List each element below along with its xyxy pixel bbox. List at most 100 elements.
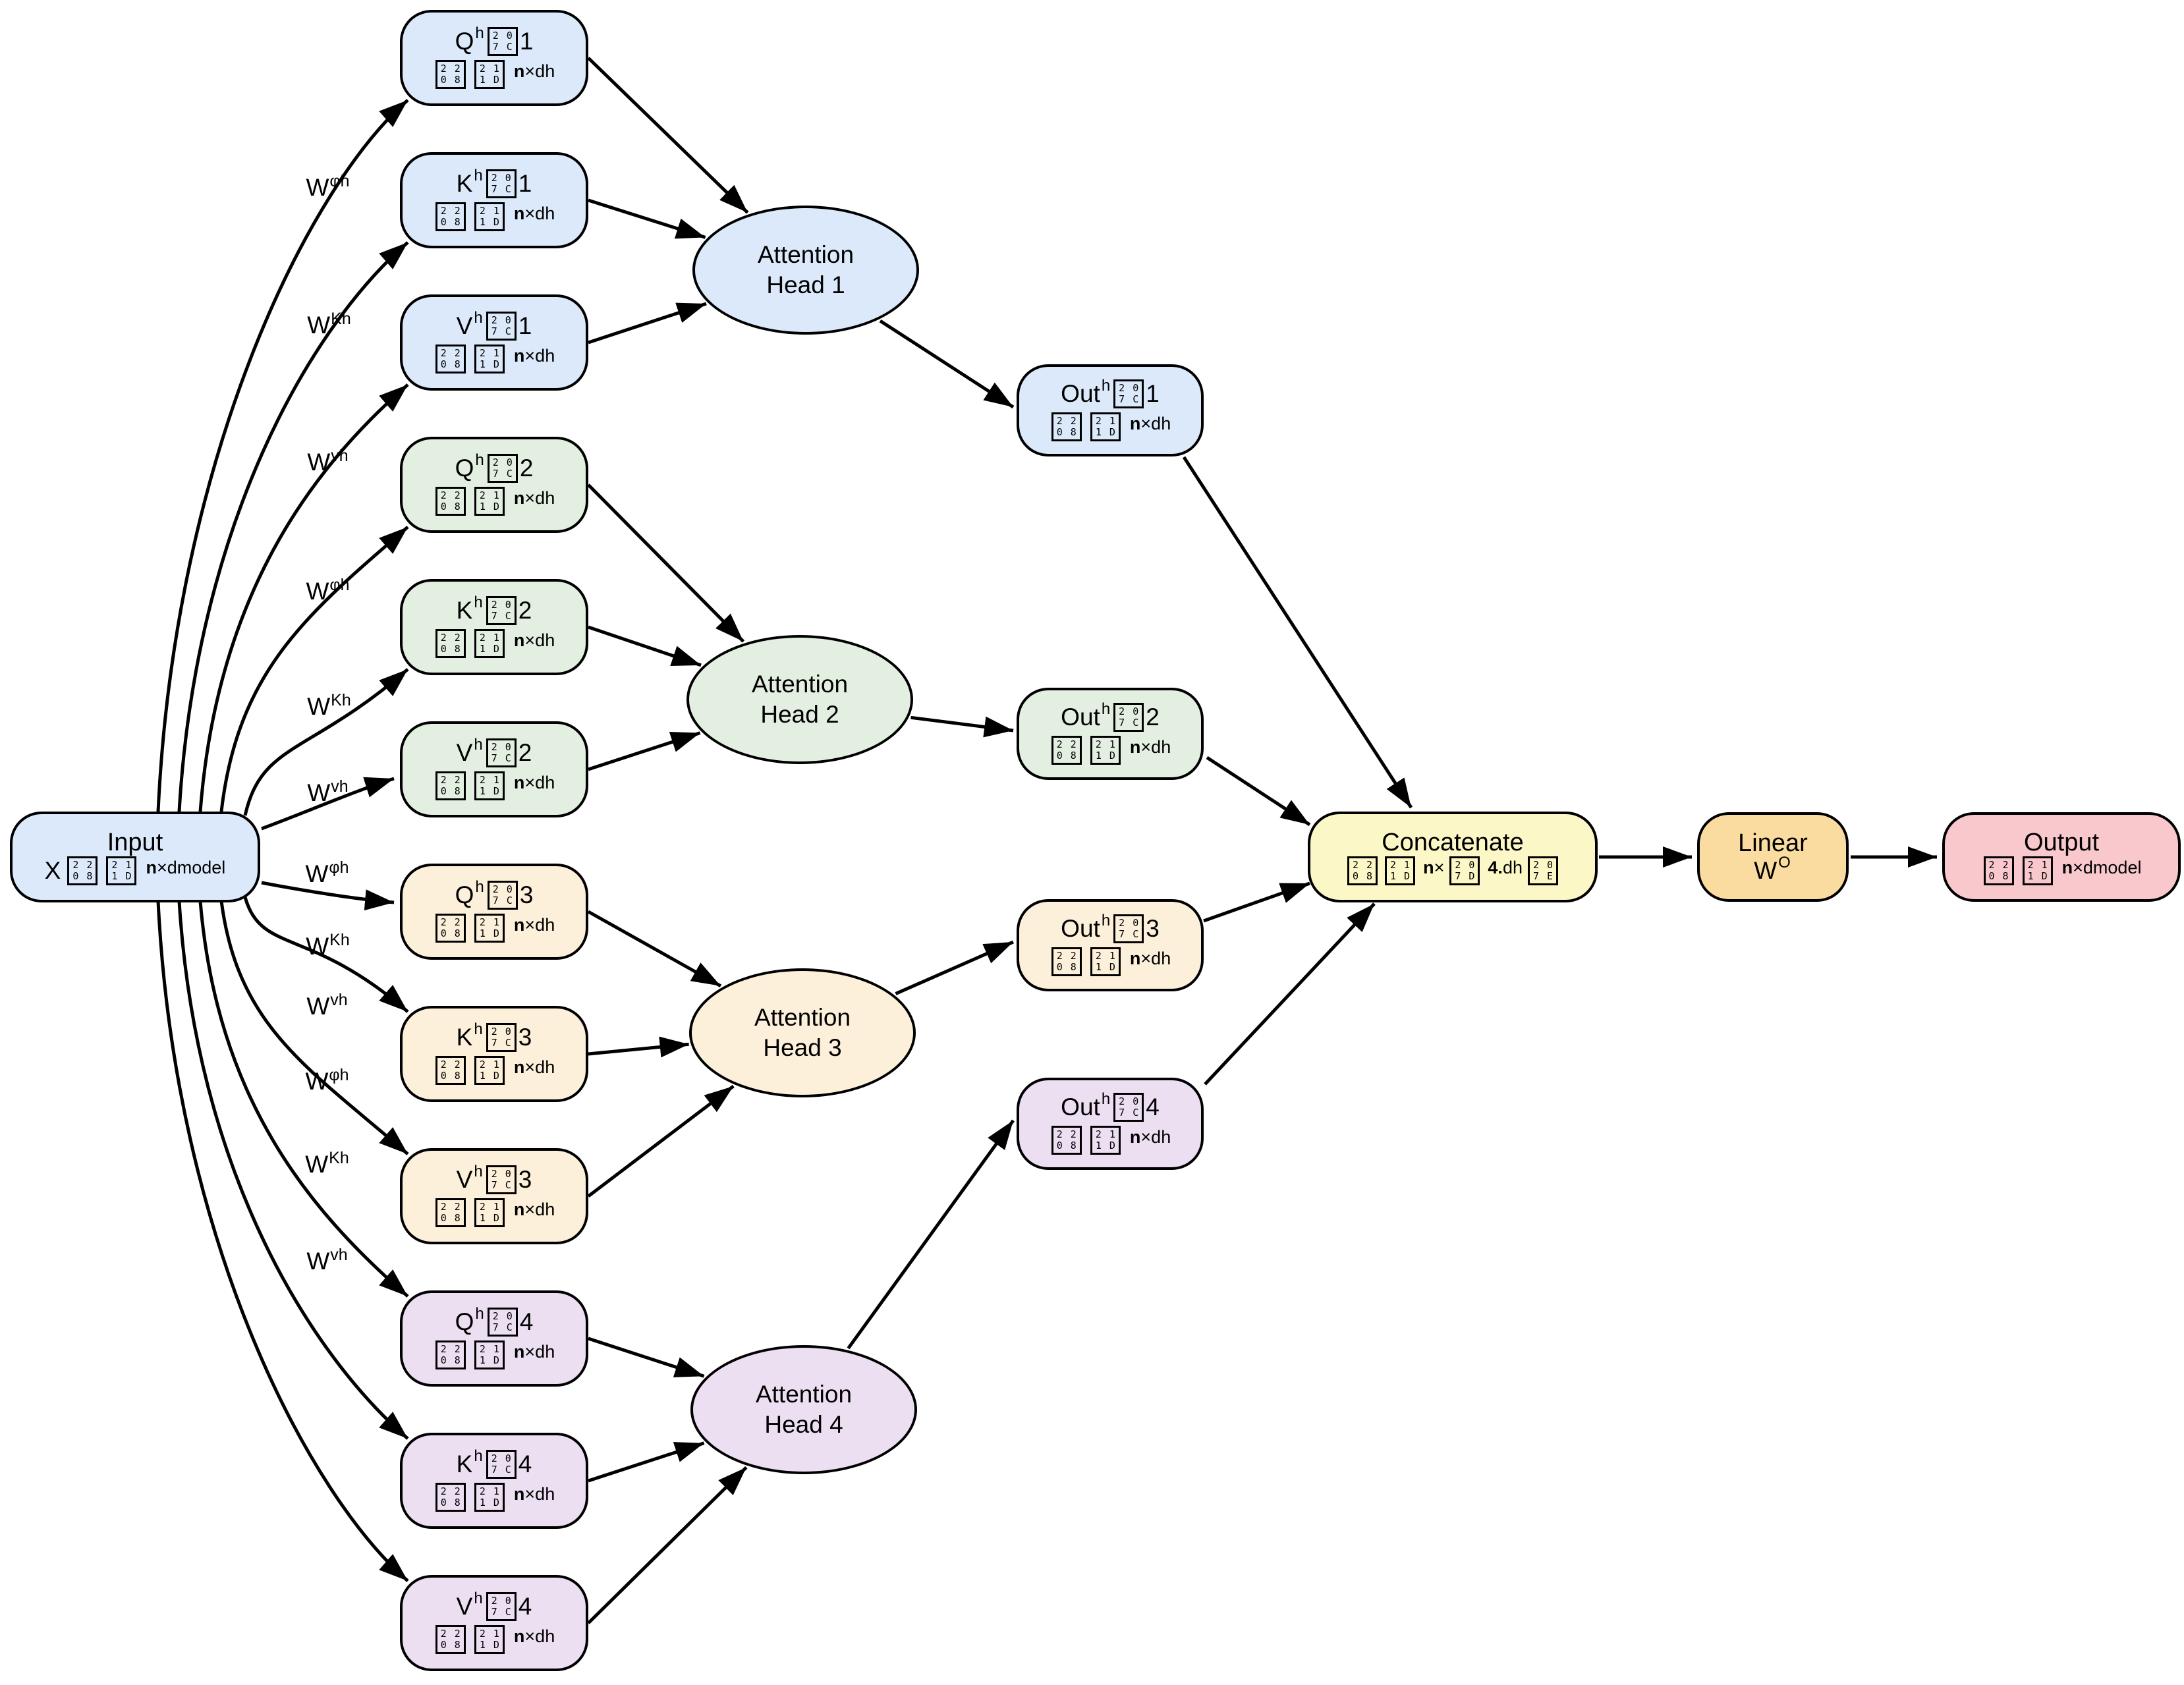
node-letter: V <box>456 1593 473 1620</box>
node-number: 1 <box>518 170 532 197</box>
head-label-line2: Head 4 <box>764 1411 843 1438</box>
edge-arrow <box>243 668 409 816</box>
edge-arrow <box>1182 456 1413 809</box>
matrix-dimensions: n×dh <box>513 630 555 650</box>
node-number: 2 <box>518 597 532 624</box>
edge-arrow <box>261 777 395 831</box>
edge-arrow <box>156 99 409 812</box>
node-letter: Q <box>455 455 474 482</box>
edge-label-wq1: Wφh <box>306 172 350 201</box>
node-superscript: h <box>474 167 483 184</box>
matrix-dimensions: n×dh <box>513 345 555 366</box>
node-superscript: h <box>475 451 484 469</box>
node-number: 1 <box>1146 380 1160 407</box>
edge-arrow <box>1204 902 1376 1086</box>
weight-superscript: O <box>1778 854 1791 871</box>
matrix-dimensions: n×dh <box>513 203 555 223</box>
edge-arrow <box>587 1466 748 1624</box>
edge-arrow <box>1206 756 1311 827</box>
node-letter: K <box>456 1024 473 1051</box>
node-letter: Out <box>1061 704 1100 731</box>
node-number: 1 <box>519 28 534 55</box>
node-number: 3 <box>518 1166 532 1193</box>
matrix-dimensions: n×dh <box>513 1483 555 1504</box>
edge-arrow <box>588 1036 689 1058</box>
node-superscript: h <box>474 1447 483 1465</box>
edge-label-wq3: Wφh <box>305 858 349 887</box>
node-number: 4 <box>518 1450 532 1478</box>
edge-label-wq4: Wφh <box>305 1066 349 1095</box>
node-letter: Q <box>455 28 474 55</box>
node-superscript: h <box>474 1589 483 1607</box>
edge-arrow <box>847 1119 1015 1350</box>
edge-arrow <box>587 483 745 643</box>
node-title: Output <box>2023 829 2100 856</box>
node-number: 3 <box>1146 915 1160 942</box>
edge-arrow <box>1203 881 1310 923</box>
node-letter: K <box>456 1450 473 1478</box>
edge-arrow <box>587 57 749 214</box>
matrix-dimensions: n×dh <box>1129 1126 1171 1147</box>
matrix-dimensions: n×dh <box>513 1057 555 1077</box>
node-number: 4 <box>518 1593 532 1620</box>
edge-label-wv2: Wvh <box>307 777 349 806</box>
head-label-line2: Head 3 <box>763 1034 842 1061</box>
edge-arrow <box>588 1441 705 1483</box>
matrix-dimensions: n×dh <box>1129 413 1171 433</box>
matrix-dimensions: n×dh <box>513 914 555 935</box>
edge-label-wq2: Wφh <box>306 576 350 605</box>
node-superscript: h <box>474 736 483 754</box>
edge-label-wk4: WKh <box>305 1149 349 1178</box>
weight-symbol: W <box>1754 857 1778 884</box>
node-letter: Q <box>455 881 474 908</box>
node-number: 2 <box>518 739 532 766</box>
matrix-dimensions: n×dh <box>1129 736 1171 757</box>
node-letter: V <box>456 312 473 339</box>
edge-arrow <box>198 383 409 812</box>
matrix-dimensions: n×dh <box>513 772 555 792</box>
node-letter: Out <box>1061 1093 1100 1120</box>
edge-arrow <box>587 910 722 987</box>
matrix-dimensions: n×dh <box>513 1199 555 1219</box>
head-label-line1: Attention <box>751 671 849 698</box>
edge-arrow <box>588 731 701 771</box>
